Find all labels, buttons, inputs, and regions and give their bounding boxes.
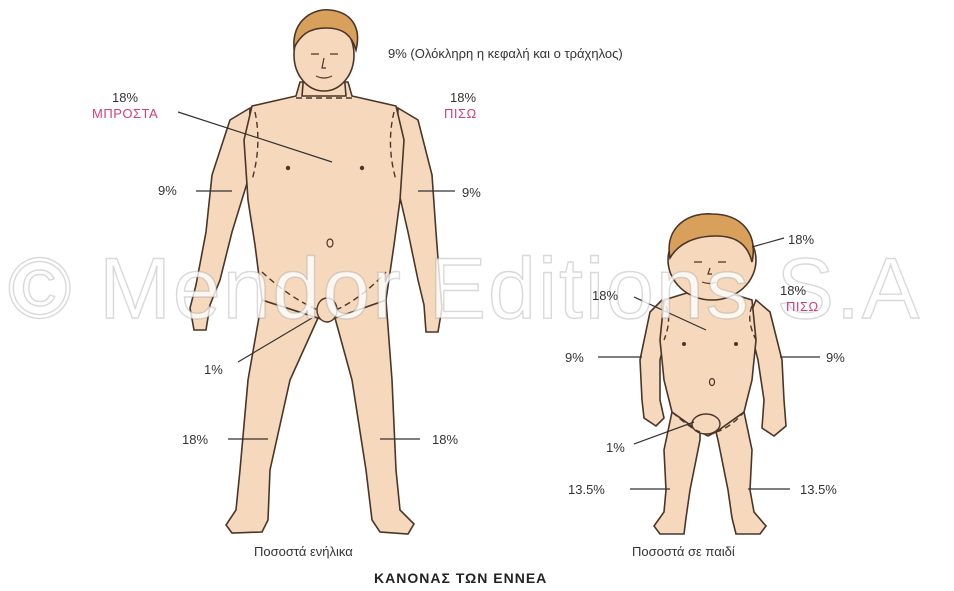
adult-front-pct: 18% <box>112 90 138 106</box>
child-genital-label: 1% <box>606 440 625 456</box>
adult-left-arm-label: 9% <box>158 183 177 199</box>
diagram-title: ΚΑΝΟΝΑΣ ΤΩΝ ΕΝΝΕΑ <box>374 570 547 586</box>
adult-back-label: ΠΙΣΩ <box>444 106 477 122</box>
child-left-leg-label: 13.5% <box>568 482 605 498</box>
child-back-label: ΠΙΣΩ <box>786 299 819 315</box>
adult-back-pct: 18% <box>450 90 476 106</box>
child-back-pct: 18% <box>780 283 806 299</box>
child-front-pct: 18% <box>592 288 618 304</box>
adult-genital-label: 1% <box>204 362 223 378</box>
adult-caption: Ποσοστά ενήλικα <box>254 544 353 559</box>
child-right-arm-label: 9% <box>826 350 845 366</box>
adult-head-label: 9% (Ολόκληρη η κεφαλή και ο τράχηλος) <box>388 46 623 62</box>
child-caption: Ποσοστά σε παιδί <box>632 544 735 559</box>
child-right-leg <box>716 412 766 534</box>
child-left-leg <box>654 412 700 534</box>
adult-left-leg-label: 18% <box>182 432 208 448</box>
child-right-leg-label: 13.5% <box>800 482 837 498</box>
adult-right-leg-label: 18% <box>432 432 458 448</box>
adult-right-arm-label: 9% <box>462 185 481 201</box>
child-head-label: 18% <box>788 232 814 248</box>
child-left-arm-label: 9% <box>565 350 584 366</box>
adult-front-label: ΜΠΡΟΣΤΑ <box>92 106 158 122</box>
